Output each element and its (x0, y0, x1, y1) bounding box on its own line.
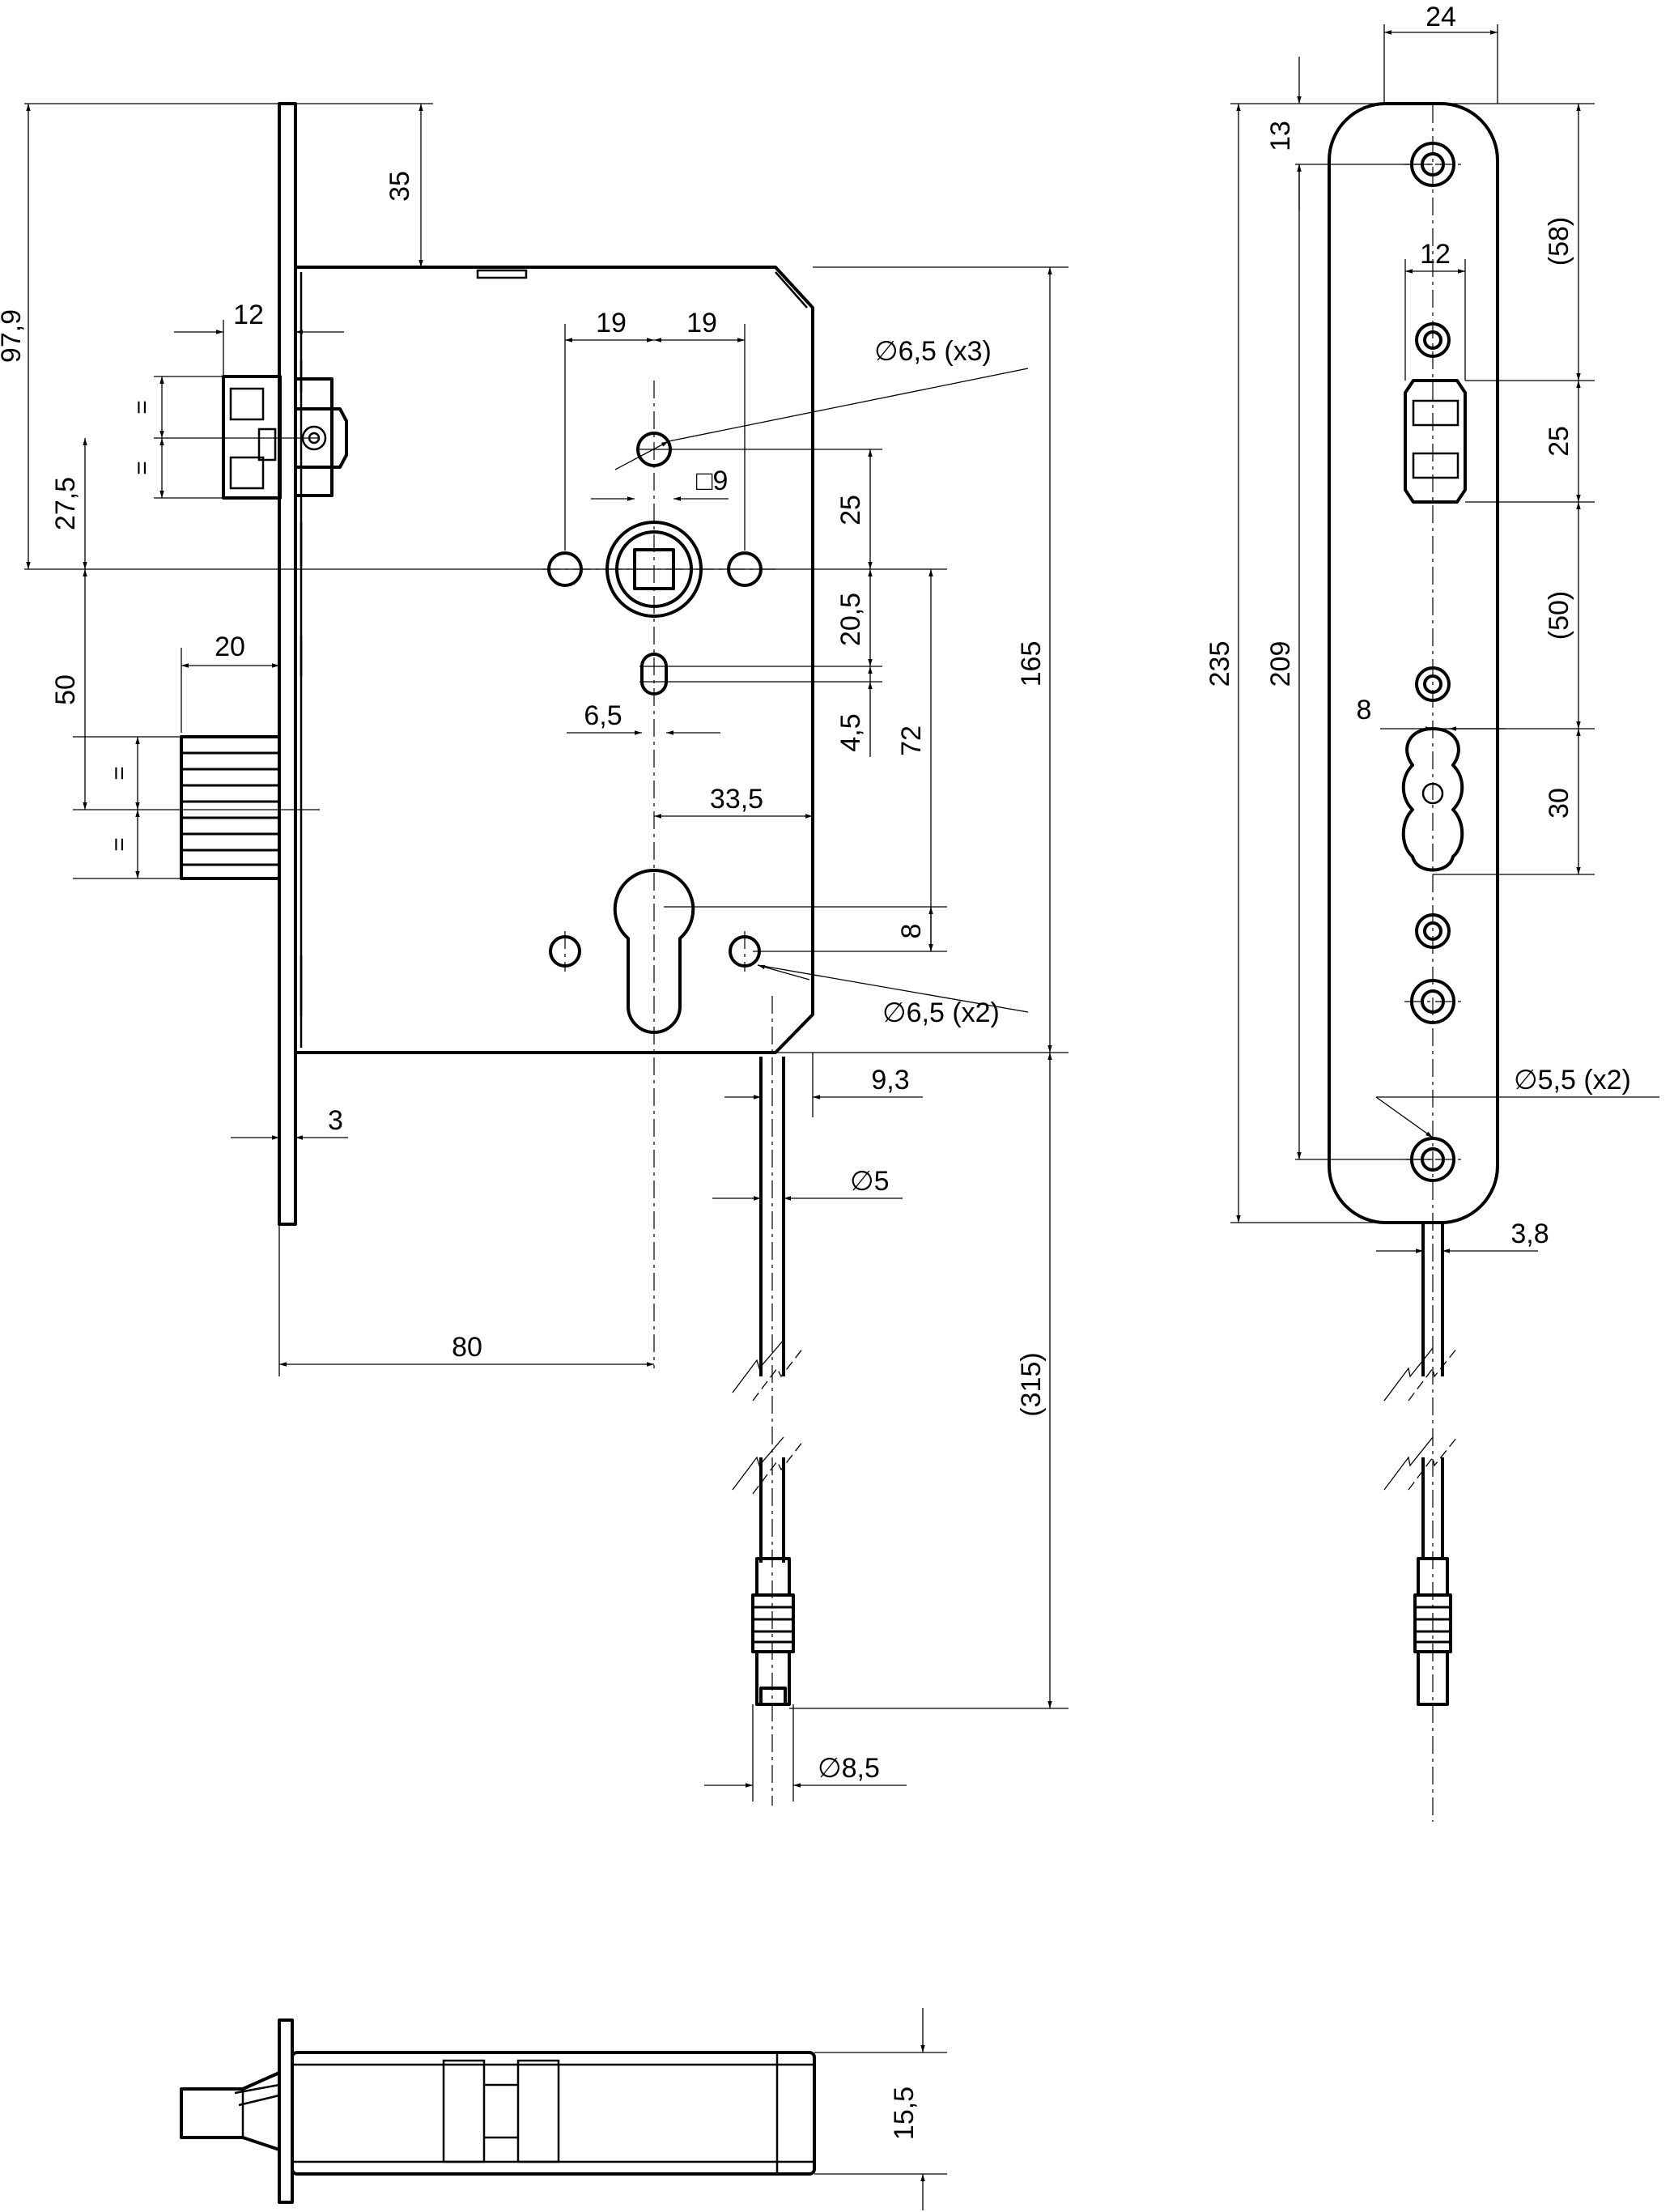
dim-15-5: 15,5 (889, 2087, 920, 2140)
follower-hub (547, 432, 763, 618)
dim-19-left: 19 (596, 308, 627, 338)
dim-27-5: 27,5 (50, 477, 81, 530)
dim-dia-8-5: ∅8,5 (818, 1753, 880, 1784)
dim-dia-5: ∅5 (850, 1166, 890, 1197)
dim-30: 30 (1544, 788, 1574, 819)
dim-12-side: 12 (1420, 239, 1451, 270)
dim-209: 209 (1265, 641, 1296, 687)
dim-3-8: 3,8 (1510, 1219, 1549, 1249)
dim-50: 50 (50, 674, 81, 705)
dim-165: 165 (1016, 641, 1047, 687)
dim-80: 80 (452, 1332, 482, 1363)
connector (751, 1557, 795, 1706)
dim-6-5-x3: ∅6,5 (x3) (874, 336, 992, 367)
dim-12-latch: 12 (233, 300, 264, 330)
lock-case (295, 266, 814, 1054)
cable (732, 1057, 804, 1563)
bottom-view: 15,5 (180, 2008, 947, 2210)
dim-58: (58) (1544, 217, 1574, 266)
dim-19-right: 19 (686, 308, 717, 338)
dim-315: (315) (1016, 1352, 1047, 1416)
dim-6-5: 6,5 (584, 700, 622, 731)
dim-8-front: 8 (896, 924, 927, 939)
bottom-case (291, 2051, 816, 2176)
bottom-bolt (180, 2071, 281, 2151)
dim-6-5-x2: ∅6,5 (x2) (882, 998, 1000, 1028)
side-view: 24 13 (58) 12 25 235 209 (50) 8 30 ∅5,5 … (1205, 2, 1659, 1822)
dim-9-3: 9,3 (871, 1065, 909, 1095)
dim-8-side: 8 (1357, 695, 1372, 725)
dim-97-9: 97,9 (0, 309, 27, 363)
dim-eq-latch-bottom: = (129, 461, 155, 475)
dim-72: 72 (896, 725, 927, 756)
dim-dia-5-5-x2: ∅5,5 (x2) (1514, 1065, 1631, 1095)
dim-33-5: 33,5 (710, 784, 763, 815)
dim-3: 3 (328, 1105, 343, 1136)
dim-235: 235 (1205, 641, 1235, 687)
dim-35: 35 (385, 171, 415, 202)
latch-bolt (222, 375, 348, 500)
dim-4-5: 4,5 (835, 713, 866, 751)
deadbolt-window (1401, 727, 1464, 872)
front-view: 35 97,9 12 = = 27,5 20 50 = = 19 19 ∅6,5… (0, 102, 1069, 1806)
dim-20-5: 20,5 (835, 593, 866, 646)
dim-eq-bolt-bottom: = (106, 837, 133, 852)
bottom-faceplate (278, 2018, 294, 2204)
latch-window (1404, 379, 1467, 504)
dead-bolt (180, 735, 281, 880)
dim-25-side: 25 (1544, 426, 1574, 457)
dim-square-9: □9 (696, 466, 728, 496)
dim-24: 24 (1425, 2, 1456, 32)
dim-eq-bolt-top: = (106, 766, 133, 781)
dim-20: 20 (215, 632, 245, 662)
dim-13: 13 (1265, 121, 1296, 151)
faceplate (278, 102, 297, 1226)
dim-50-side: (50) (1544, 591, 1574, 640)
dim-eq-latch-top: = (129, 400, 155, 415)
dim-25-front: 25 (835, 495, 866, 525)
